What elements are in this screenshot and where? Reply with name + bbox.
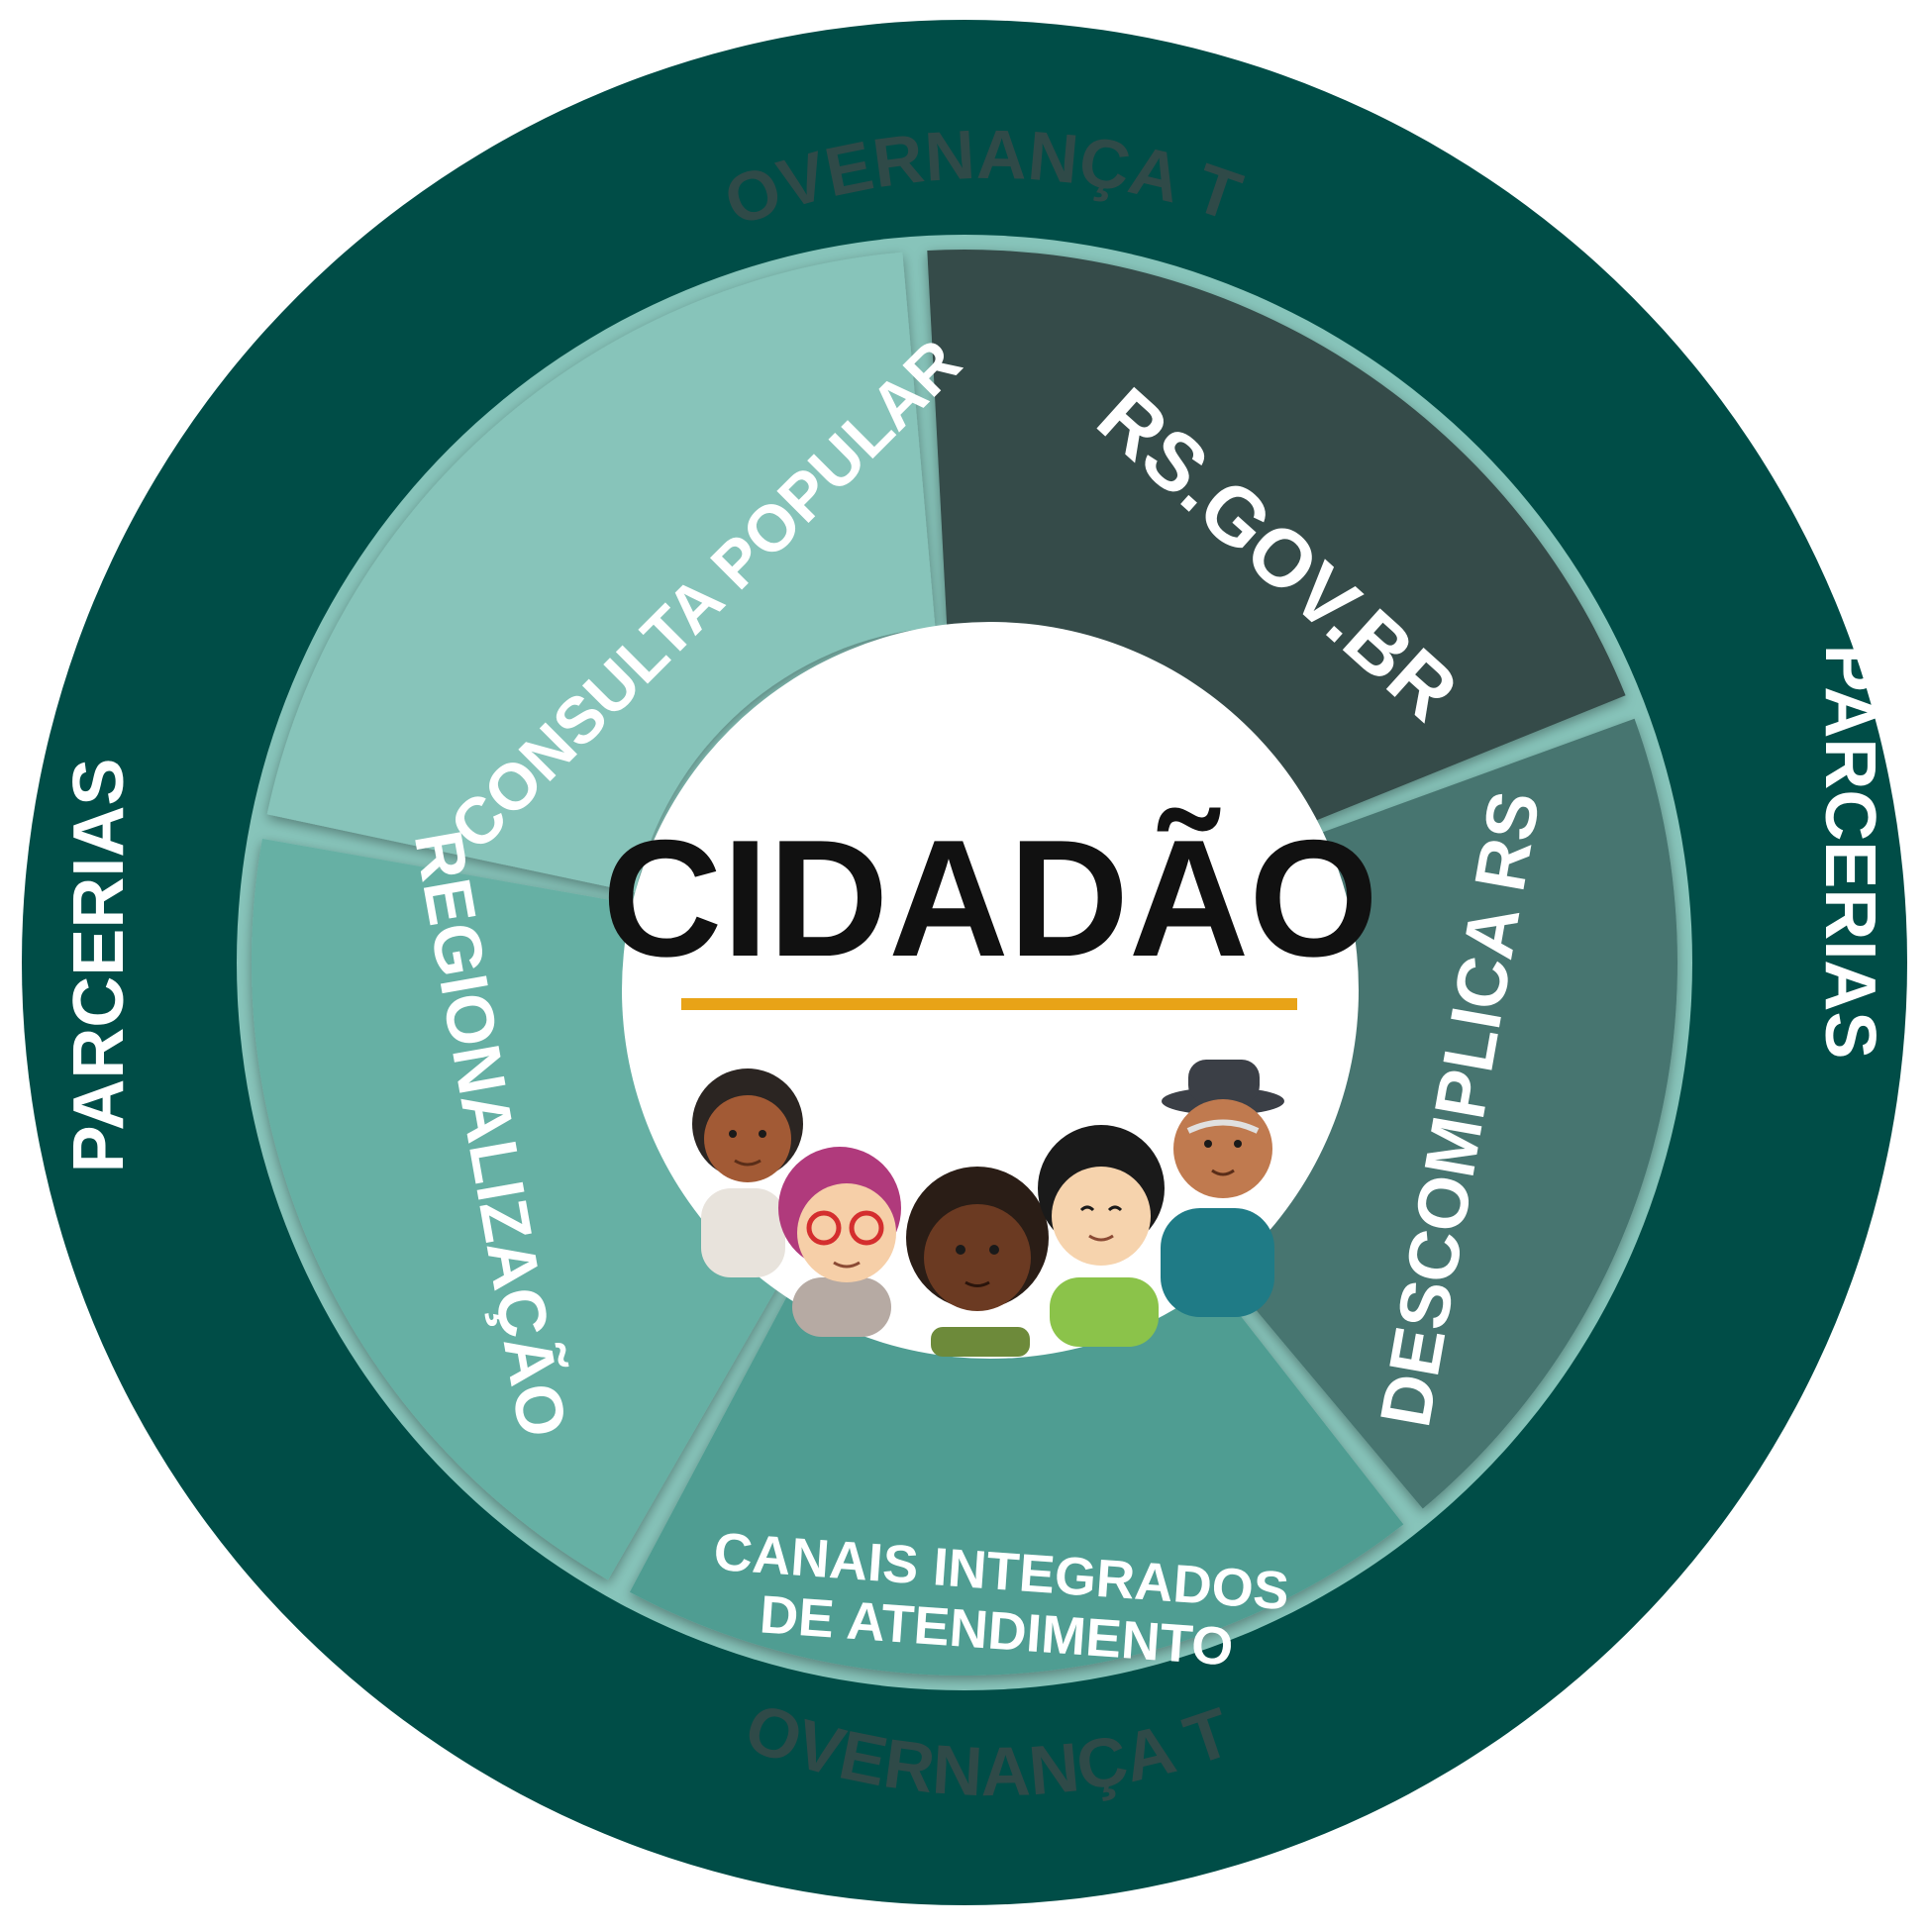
segment-regionalizacao [251,838,797,1580]
segment-consulta [266,252,936,893]
citizen-5-icon [1161,1060,1284,1317]
citizen-2-icon [778,1147,901,1337]
center-underline [681,998,1297,1010]
citizen-3-icon [906,1167,1049,1357]
citizen-1-icon [692,1068,803,1277]
center-title: CIDADÃO [602,805,1378,991]
segment-canais [629,1227,1404,1676]
citizen-4-icon [1038,1125,1165,1347]
partnerships-label-right: PARCERIAS [1810,645,1889,1060]
segment-rsgovbr [927,250,1626,837]
segments-group [251,250,1678,1676]
group-of-five-citizens-illustration [692,1060,1284,1357]
partnerships-label-left: PARCERIAS [59,759,139,1173]
